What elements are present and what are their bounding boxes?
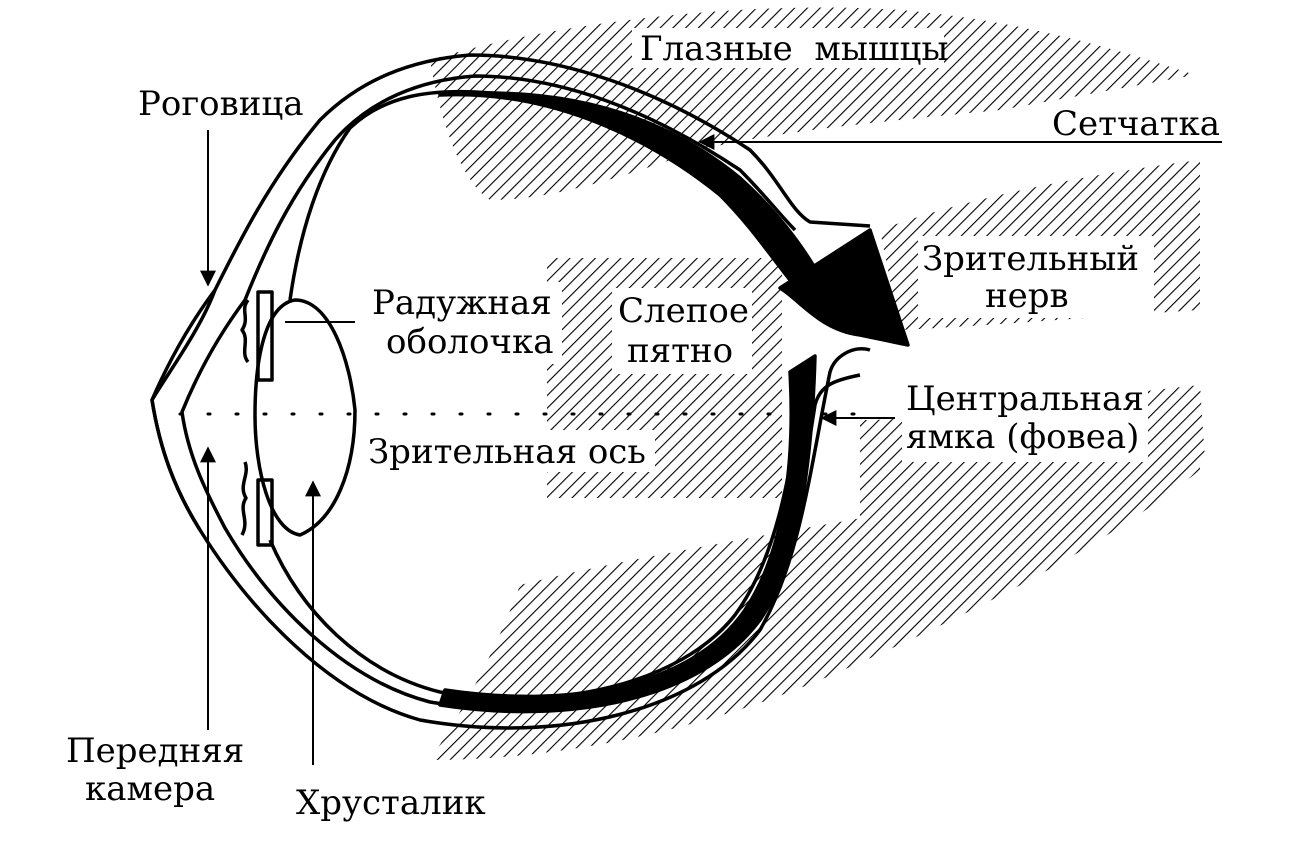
label-nerve-2: нерв	[985, 276, 1069, 316]
label-cornea: Роговица	[138, 84, 304, 124]
retina-band-lower	[438, 354, 817, 714]
muscle-top-hatch	[430, 7, 1195, 200]
iris-block-lower	[256, 478, 274, 547]
eyeball	[150, 53, 910, 730]
iris-lower	[240, 461, 248, 536]
label-nerve-1: Зрительный	[922, 239, 1139, 279]
label-lens: Хрусталик	[296, 783, 486, 823]
label-retina: Сетчатка	[1052, 104, 1220, 144]
muscle-bottom-hatch	[430, 450, 1200, 760]
optic-nerve	[778, 228, 910, 347]
label-blind-2: пятно	[627, 331, 733, 371]
label-iris-1: Радужная	[372, 283, 552, 323]
pointers	[200, 130, 1222, 765]
lens	[253, 298, 357, 537]
label-chamber-2: камера	[85, 769, 215, 809]
iris-upper	[240, 298, 250, 364]
labels: Глазные мышцы Роговица Сетчатка Зрительн…	[66, 29, 1220, 823]
label-axis: Зрительная ось	[368, 432, 646, 472]
iris-block-upper	[256, 290, 274, 382]
label-muscles: Глазные мышцы	[640, 29, 948, 69]
label-backgrounds	[365, 28, 1154, 472]
label-fovea-1: Центральная	[906, 379, 1144, 419]
label-iris-2: оболочка	[386, 322, 553, 362]
cornea	[150, 289, 217, 531]
label-fovea-2: ямка (фовеа)	[906, 417, 1139, 457]
label-chamber-1: Передняя	[66, 731, 244, 771]
label-blind-1: Слепое	[618, 291, 749, 331]
